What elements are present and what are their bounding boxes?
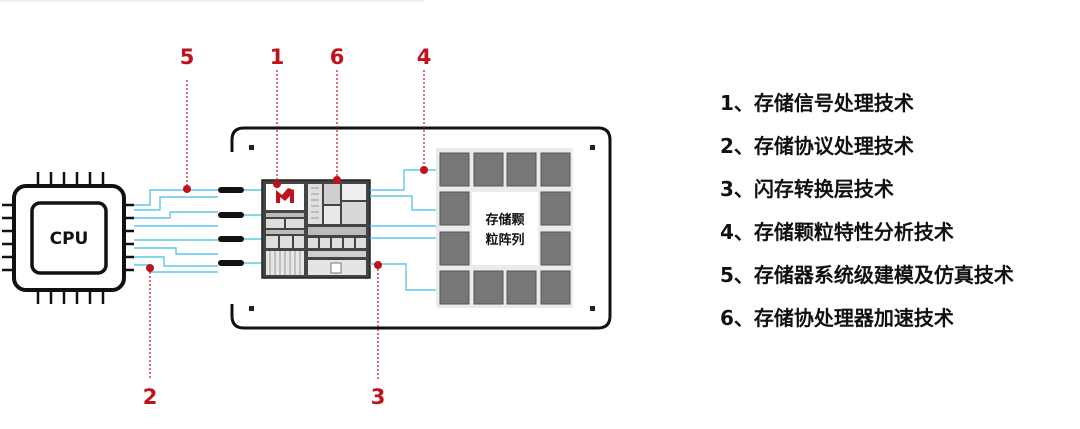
host-connector: [218, 165, 244, 291]
cpu-label: CPU: [50, 229, 89, 249]
connector-controller-lines: [244, 189, 263, 264]
brand-logo-icon: [276, 188, 294, 203]
technology-item-1: 1、存储信号处理技术: [720, 91, 914, 115]
callout-dots: [146, 166, 428, 272]
callout-2: 2: [143, 385, 158, 409]
nand-array-label-line2: 粒阵列: [485, 232, 524, 248]
callout-4: 4: [417, 45, 432, 69]
callout-3: 3: [371, 385, 386, 409]
nand-chips: [439, 152, 571, 305]
enclosure-screws: [249, 145, 595, 311]
controller-nand-lines: [370, 169, 445, 291]
technology-list: 1、存储信号处理技术 2、存储协议处理技术 3、闪存转换层技术 4、存储颗粒特性…: [720, 88, 1014, 346]
technology-item-2: 2、存储协议处理技术: [720, 134, 914, 158]
technology-item-6: 6、存储协处理器加速技术: [720, 306, 954, 330]
cpu-pins-bottom: [36, 290, 105, 304]
callout-5: 5: [180, 45, 195, 69]
technology-item-5: 5、存储器系统级建模及仿真技术: [720, 263, 1014, 287]
ssd-enclosure: [230, 126, 612, 330]
bus-lines: [134, 189, 218, 273]
technology-item-3: 3、闪存转换层技术: [720, 177, 894, 201]
nand-array-label-box: [472, 192, 538, 265]
nand-array-label-line1: 存储颗: [485, 212, 524, 228]
technology-item-4: 4、存储颗粒特性分析技术: [720, 220, 954, 244]
ssd-controller-chip: [261, 179, 371, 279]
nand-array: 存储颗 粒阵列: [436, 148, 573, 308]
cpu-die: [30, 201, 108, 275]
callout-6: 6: [330, 45, 345, 69]
callout-1: 1: [270, 45, 285, 69]
callout-leaders: [149, 70, 425, 380]
cpu-chip: CPU: [2, 172, 134, 304]
cpu-pins-top: [36, 172, 105, 186]
